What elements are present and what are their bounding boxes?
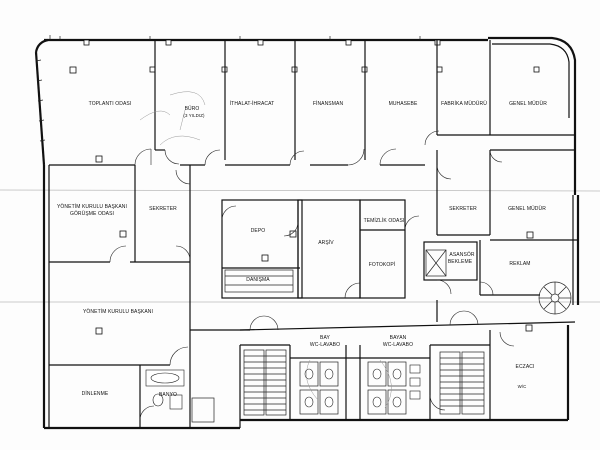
label-bayan: BAYAN	[390, 335, 407, 341]
doors	[109, 130, 515, 421]
label-ykb-gorusme: YÖNETİM KURULU BAŞKANI	[57, 203, 127, 210]
label-buro: BÜRO	[185, 105, 200, 112]
label-genel-mudur-mid: GENEL MÜDÜR	[508, 205, 546, 212]
window-marks-top	[35, 35, 421, 142]
label-fabrika-muduru: FABRİKA MÜDÜRÜ	[441, 100, 487, 107]
label-toplanti-odasi: TOPLANTI ODASI	[89, 101, 132, 107]
label-arsiv: ARŞİV	[318, 239, 334, 246]
label-fotokopi: FOTOKOPİ	[369, 261, 396, 268]
exterior-walls	[34, 36, 580, 430]
label-eczaci-wc: W/C	[518, 384, 527, 389]
label-bay-wc: WC-LAVABO	[310, 342, 340, 348]
top-office-partitions	[49, 40, 578, 322]
label-buro-sub: (3 YILDIZ)	[183, 113, 205, 118]
columns-top	[69, 39, 540, 335]
paper-fold-lines	[0, 189, 600, 303]
lower-section-walls	[239, 321, 576, 420]
banyo-fixtures	[145, 369, 215, 423]
room-labels: TOPLANTI ODASI BÜRO (3 YILDIZ) İTHALAT-İ…	[57, 100, 547, 398]
label-depo: DEPO	[251, 228, 266, 234]
label-ykb: YÖNETİM KURULU BAŞKANI	[83, 308, 153, 315]
label-reklam: REKLAM	[509, 261, 530, 267]
label-asansor-bekleme: BEKLEME	[448, 259, 473, 265]
stair-treads-left	[243, 349, 287, 416]
central-core-walls	[221, 199, 406, 299]
label-muhasebe: MUHASEBE	[389, 101, 418, 107]
label-danisma: DANIŞMA	[246, 277, 270, 283]
label-sekreter-right: SEKRETER	[449, 206, 477, 212]
label-eczaci: ECZACI	[516, 364, 535, 370]
label-temizlik-odasi: TEMİZLİK ODASI	[364, 217, 405, 224]
stair-treads-right	[439, 351, 485, 415]
label-ithalat-ihracat: İTHALAT-İHRACAT	[230, 100, 275, 107]
spiral-staircase	[538, 281, 572, 315]
elevator-lobby	[423, 241, 478, 281]
label-genel-mudur-top: GENEL MÜDÜR	[509, 100, 547, 107]
label-banyo: BANYO	[159, 392, 177, 398]
label-bay: BAY	[320, 335, 330, 341]
label-bayan-wc: WC-LAVABO	[383, 342, 413, 348]
label-sekreter-left: SEKRETER	[149, 206, 177, 212]
label-ykb-gorusme-sub: GÖRÜŞME ODASI	[70, 210, 114, 217]
wc-cubicles	[299, 361, 421, 415]
label-asansor: ASANSÖR	[449, 251, 474, 258]
label-dinlenme: DİNLENME	[82, 390, 109, 397]
label-finansman: FİNANSMAN	[313, 100, 344, 107]
pencil-sketch-marks	[139, 91, 392, 409]
